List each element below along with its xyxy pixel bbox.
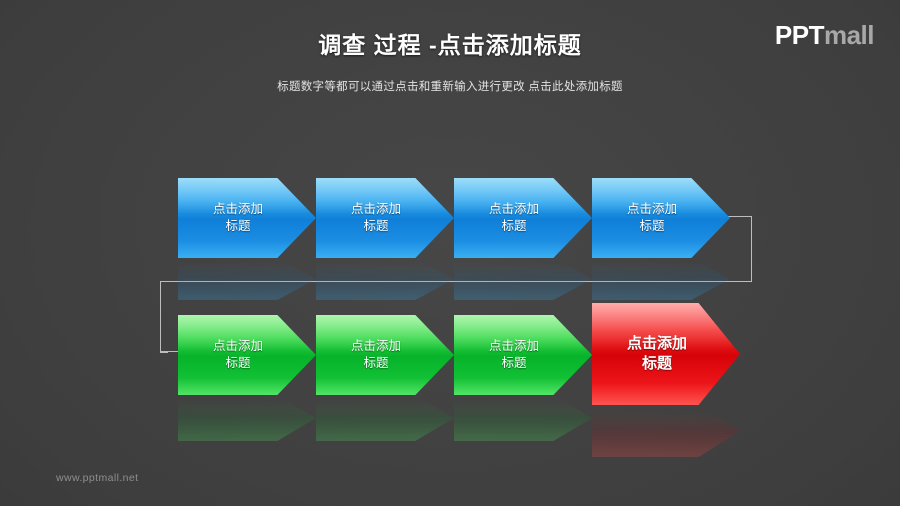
process-step-label: 点击添加 标题 <box>488 202 539 233</box>
process-step-label: 点击添加 标题 <box>350 339 401 370</box>
chevron-reflection <box>178 258 316 300</box>
connector-segment-left <box>160 281 168 353</box>
chevron-reflection <box>316 395 454 441</box>
process-step-label: 点击添加 标题 <box>488 339 539 370</box>
page-title: 调查 过程 -点击添加标题 <box>318 32 582 58</box>
connector-segment-top <box>718 216 752 218</box>
chevron-reflection <box>454 258 592 300</box>
process-step-bottom-1[interactable]: 点击添加 标题 <box>178 315 316 395</box>
connector-segment-bottom <box>160 351 186 353</box>
process-step-top-2[interactable]: 点击添加 标题 <box>316 178 454 258</box>
process-step-bottom-4-highlighted[interactable]: 点击添加 标题 <box>592 303 740 405</box>
chevron-reflection <box>178 395 316 441</box>
logo-primary-text: PPT <box>774 20 825 50</box>
chevron-reflection <box>454 395 592 441</box>
process-step-top-3[interactable]: 点击添加 标题 <box>454 178 592 258</box>
page-subtitle: 标题数字等都可以通过点击和重新输入进行更改 点击此处添加标题 <box>277 81 623 93</box>
process-step-label: 点击添加 标题 <box>212 339 263 370</box>
logo-secondary-text: mall <box>823 20 875 50</box>
process-step-top-1[interactable]: 点击添加 标题 <box>178 178 316 258</box>
pptmall-logo: PPTmall <box>774 20 875 50</box>
footer-url: www.pptmall.net <box>56 472 139 484</box>
process-step-bottom-2[interactable]: 点击添加 标题 <box>316 315 454 395</box>
process-step-bottom-3[interactable]: 点击添加 标题 <box>454 315 592 395</box>
process-step-label: 点击添加 标题 <box>350 202 401 233</box>
chevron-reflection <box>592 405 740 457</box>
process-step-label: 点击添加 标题 <box>626 334 687 372</box>
process-step-label: 点击添加 标题 <box>626 202 677 233</box>
chevron-reflection <box>592 258 730 300</box>
connector-segment-middle <box>160 281 752 283</box>
process-step-top-4[interactable]: 点击添加 标题 <box>592 178 730 258</box>
connector-segment-right <box>744 216 752 282</box>
process-step-label: 点击添加 标题 <box>212 202 263 233</box>
chevron-reflection <box>316 258 454 300</box>
